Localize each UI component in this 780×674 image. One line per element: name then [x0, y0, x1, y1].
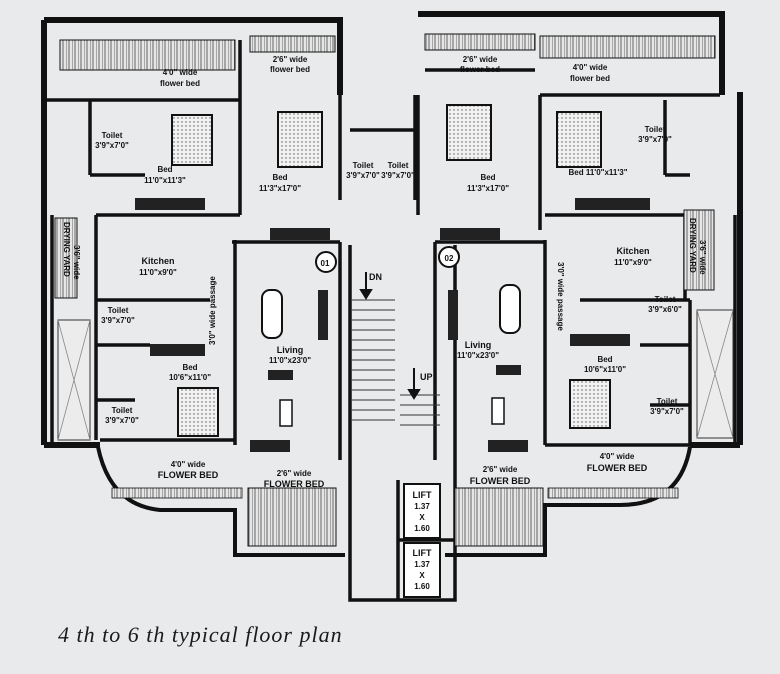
bed-r3-label: Bed [597, 355, 612, 364]
fb-top-c-label: 2'6" wide [273, 55, 308, 64]
toilet-c1-dim: 3'9"x7'0" [346, 171, 380, 180]
bed-l2-dim: 11'3"x17'0" [259, 184, 301, 193]
drying-r-label: DRYING YARD [688, 218, 697, 273]
dining-tables [261, 284, 521, 427]
living-l-label: Living [277, 345, 304, 355]
bed-l1-label: Bed [157, 165, 172, 174]
bed-r2-dim: 11'3"x17'0" [467, 184, 509, 193]
drying-yards [54, 209, 734, 441]
toilet-l1-label: Toilet [102, 131, 123, 140]
bottom-flower-beds [96, 446, 692, 557]
passage-r-label: 3'0" wide passage [556, 262, 565, 331]
fb-bot-r-name: FLOWER BED [587, 463, 648, 473]
lift-2-label: LIFT [413, 548, 432, 558]
bed-l1-dim: 11'0"x11'3" [144, 176, 186, 185]
labels: 01 02 DN UP LIFT 1.37 X 1.60 LIFT 1.37 X… [62, 55, 707, 591]
fb-top-c2-name: flower bed [460, 65, 500, 74]
toilet-c2-dim: 3'9"x7'0" [381, 171, 415, 180]
fb-bot-c-label: 2'6" wide [277, 469, 312, 478]
fb-top-l-label: 4'0" wide [163, 68, 198, 77]
counters [135, 198, 650, 452]
living-r-dim: 11'0"x23'0" [457, 351, 499, 360]
lift-1-width: 1.37 [414, 502, 430, 511]
staircase [352, 299, 440, 426]
drying-l-sub: 3'6" wide [72, 245, 81, 280]
bed-l3-label: Bed [182, 363, 197, 372]
plan-caption: 4 th to 6 th typical floor plan [58, 622, 343, 647]
living-r-label: Living [465, 340, 492, 350]
lift-boxes [403, 483, 441, 598]
bed-furniture [171, 104, 611, 437]
fb-bot-l-label: 4'0" wide [171, 460, 206, 469]
kitchen-r-dim: 11'0"x9'0" [614, 258, 652, 267]
toilet-r3-dim: 3'9"x6'0" [648, 305, 682, 314]
lift-2-width: 1.37 [414, 560, 430, 569]
kitchen-l-dim: 11'0"x9'0" [139, 268, 177, 277]
bed-r3-dim: 10'6"x11'0" [584, 365, 626, 374]
toilet-l3-dim: 3'9"x7'0" [101, 316, 135, 325]
fb-top-c-name: flower bed [270, 65, 310, 74]
interior-walls [44, 40, 737, 602]
unit-number-02: 02 [445, 254, 454, 263]
lift-1-depth: 1.60 [414, 524, 430, 533]
unit-number-01: 01 [321, 259, 330, 268]
top-flower-beds [59, 33, 716, 71]
toilet-l4-label: Toilet [112, 406, 133, 415]
lift-2-x: X [419, 571, 425, 580]
toilet-r1-label: Toilet [645, 125, 666, 134]
toilet-l4-dim: 3'9"x7'0" [105, 416, 139, 425]
fb-top-r-label: 4'0" wide [573, 63, 608, 72]
living-l-dim: 11'0"x23'0" [269, 356, 311, 365]
toilet-r4-dim: 3'9"x7'0" [650, 407, 684, 416]
fb-bot-c-name: FLOWER BED [264, 479, 325, 489]
kitchen-l-label: Kitchen [141, 256, 174, 266]
toilet-c1-label: Toilet [353, 161, 374, 170]
unit-badges [315, 246, 460, 273]
lift-1-x: X [419, 513, 425, 522]
toilet-l3-label: Toilet [108, 306, 129, 315]
bed-r2-label: Bed [480, 173, 495, 182]
toilet-r3-label: Toilet [655, 295, 676, 304]
toilet-r1-dim: 3'9"x7'0" [638, 135, 672, 144]
lift-1-label: LIFT [413, 490, 432, 500]
fb-bot-l-name: FLOWER BED [158, 470, 219, 480]
toilet-c2-label: Toilet [388, 161, 409, 170]
bed-l2-label: Bed [272, 173, 287, 182]
bed-r1-label: Bed 11'0"x11'3" [569, 168, 628, 177]
passage-l-label: 3'0" wide passage [208, 276, 217, 345]
fb-bot-c2-label: 2'6" wide [483, 465, 518, 474]
fb-top-l-name: flower bed [160, 79, 200, 88]
kitchen-r-label: Kitchen [616, 246, 649, 256]
drying-r-sub: 3'6" wide [698, 240, 707, 275]
toilet-l1-dim: 3'9"x7'0" [95, 141, 129, 150]
fb-top-c2-label: 2'6" wide [463, 55, 498, 64]
fb-top-r-name: flower bed [570, 74, 610, 83]
fb-bot-r-label: 4'0" wide [600, 452, 635, 461]
lift-2-depth: 1.60 [414, 582, 430, 591]
fb-bot-c2-name: FLOWER BED [470, 476, 531, 486]
toilet-r4-label: Toilet [657, 397, 678, 406]
stair-arrows [359, 272, 421, 400]
stair-down-label: DN [369, 272, 382, 282]
stair-up-label: UP [420, 372, 433, 382]
drying-l-label: DRYING YARD [62, 222, 71, 277]
bed-l3-dim: 10'6"x11'0" [169, 373, 211, 382]
